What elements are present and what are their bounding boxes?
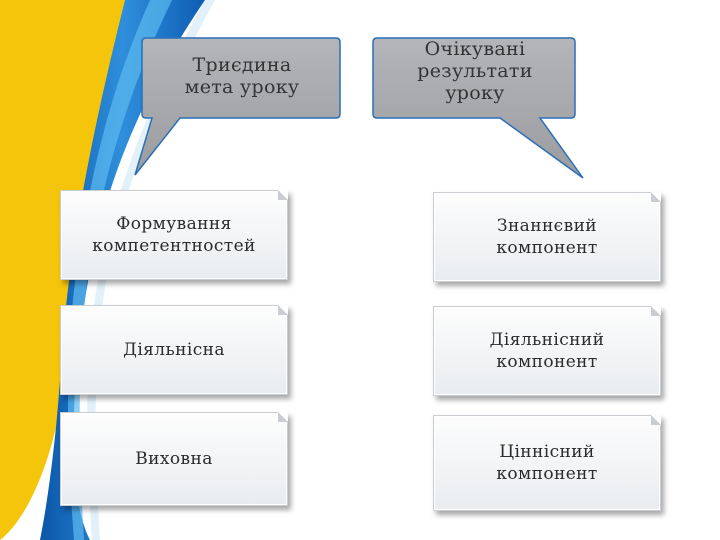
callout-right-text: Очікувані результати уроку [417, 38, 533, 104]
goal-competences-box: Формування компетентностей [60, 190, 288, 280]
callout-right [372, 37, 584, 179]
result-values-box: Ціннісний компонент [433, 415, 661, 511]
goal-upbringing-box: Виховна [60, 412, 288, 506]
result-activity-box: Діяльнісний компонент [433, 306, 661, 396]
callout-left [134, 37, 341, 176]
goal-activity-box: Діяльнісна [60, 305, 288, 395]
result-knowledge-box: Знаннєвий компонент [433, 192, 661, 282]
callout-left-text: Триєдина мета уроку [184, 54, 300, 98]
